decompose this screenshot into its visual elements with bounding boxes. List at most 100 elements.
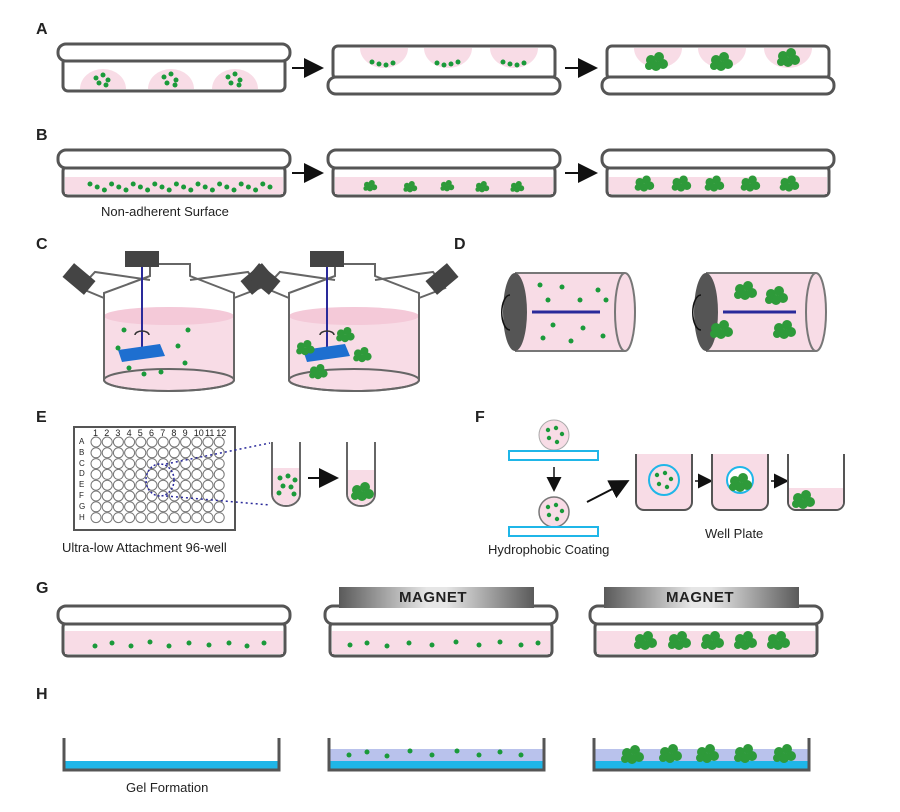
well (101, 512, 113, 524)
panel-c-flask-1 (62, 251, 274, 392)
plate-col-label: 9 (182, 428, 188, 438)
well (124, 501, 136, 513)
well (146, 436, 158, 448)
well (112, 447, 124, 459)
well (157, 479, 169, 491)
well (213, 447, 225, 459)
cell (87, 181, 93, 187)
well (191, 490, 203, 502)
well (180, 468, 192, 480)
panel-e-wells-detail (271, 442, 376, 507)
panel-label-d: D (454, 236, 466, 253)
well (157, 512, 169, 524)
panel-e-plate (73, 426, 271, 531)
well (101, 468, 113, 480)
well (135, 512, 147, 524)
panel-label-f: F (475, 409, 485, 426)
well (213, 479, 225, 491)
cell (173, 181, 179, 187)
plate-col-label: 6 (149, 428, 155, 438)
well (90, 458, 102, 470)
plate-row-label: H (79, 512, 85, 522)
well (191, 479, 203, 491)
well (124, 458, 136, 470)
well (112, 479, 124, 491)
well (191, 468, 203, 480)
plate-row-label: G (79, 501, 86, 511)
well (202, 447, 214, 459)
well (101, 436, 113, 448)
cell (130, 181, 136, 187)
well (191, 501, 203, 513)
well (180, 436, 192, 448)
cell (217, 181, 223, 187)
plate-col-label: 11 (205, 428, 215, 438)
cell (123, 187, 129, 193)
well (168, 447, 180, 459)
panel-h-cells (346, 748, 524, 759)
cell (94, 184, 100, 190)
plate-col-label: 10 (193, 428, 204, 438)
caption-hydrophobic: Hydrophobic Coating (488, 542, 610, 557)
magnet-block-1 (339, 587, 534, 608)
well-grid (90, 436, 225, 524)
well (101, 447, 113, 459)
cell (181, 184, 187, 190)
cell (231, 187, 237, 193)
cell (238, 181, 244, 187)
well (202, 512, 214, 524)
panel-a-cells (93, 59, 527, 88)
magnet-label-2: MAGNET (666, 589, 734, 606)
plate-row-label: B (79, 447, 85, 457)
magnet-label-1: MAGNET (399, 589, 467, 606)
panel-label-b: B (36, 127, 48, 144)
well (112, 501, 124, 513)
cell (159, 184, 165, 190)
well (146, 447, 158, 459)
well (202, 436, 214, 448)
well (191, 447, 203, 459)
well (124, 512, 136, 524)
panel-f-hydrophobic (508, 419, 630, 537)
panel-label-h: H (36, 686, 48, 703)
well (135, 501, 147, 513)
well (124, 490, 136, 502)
well (202, 490, 214, 502)
panel-label-e: E (36, 409, 47, 426)
panel-label-g: G (36, 580, 49, 597)
well (202, 468, 214, 480)
panel-b-cells (87, 181, 273, 193)
well (135, 479, 147, 491)
cell (209, 187, 215, 193)
well (168, 501, 180, 513)
well (191, 512, 203, 524)
well (180, 447, 192, 459)
well (101, 458, 113, 470)
well (146, 512, 158, 524)
well (202, 501, 214, 513)
panel-d-vessel-2 (692, 272, 827, 352)
cell (116, 184, 122, 190)
well (202, 458, 214, 470)
well (213, 490, 225, 502)
well (101, 479, 113, 491)
well (157, 468, 169, 480)
cell (145, 187, 151, 193)
well (180, 512, 192, 524)
plate-col-label: 1 (93, 428, 99, 438)
well (135, 447, 147, 459)
plate-row-label: A (79, 437, 85, 446)
well (202, 479, 214, 491)
plate-col-label: 5 (137, 428, 143, 438)
well (191, 458, 203, 470)
well (124, 436, 136, 448)
well (168, 512, 180, 524)
well (112, 512, 124, 524)
caption-non-adherent: Non-adherent Surface (101, 204, 229, 219)
well (168, 468, 180, 480)
cell (195, 181, 201, 187)
well (90, 501, 102, 513)
cell (152, 181, 158, 187)
plate-row-label: E (79, 480, 85, 490)
well (101, 501, 113, 513)
